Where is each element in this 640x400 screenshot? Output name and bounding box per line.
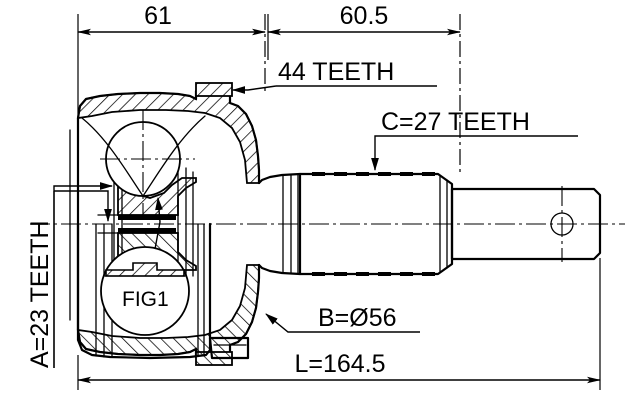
detail-bubble-circle — [100, 246, 190, 336]
callout-c-27-teeth: C=27 TEETH — [371, 108, 578, 171]
spline-teeth-band-upper — [118, 215, 176, 220]
dimension-60-5: 60.5 — [267, 2, 461, 172]
dim-605-label: 60.5 — [340, 2, 389, 30]
callout-b-diameter-leader — [265, 313, 316, 333]
abs-reluctor-ring-upper — [195, 82, 233, 97]
shaft-spline-teeth-bottom — [312, 272, 435, 276]
dim-61-label: 61 — [144, 2, 172, 30]
shaft-collar-lower — [257, 263, 302, 276]
detail-bubble-fig1: FIG1 — [100, 197, 190, 336]
spline-teeth-band-lower — [118, 228, 176, 233]
ball-raceway-groove — [81, 115, 206, 197]
callout-a-23-teeth-label: A=23 TEETH — [26, 220, 54, 368]
callout-b-diameter: B=Ø56 — [265, 304, 420, 333]
callout-a-23-teeth: A=23 TEETH — [26, 182, 113, 368]
shaft-end-section — [450, 187, 602, 261]
shaft-splined-body — [298, 172, 454, 276]
callout-a-23-teeth-leader-lower — [54, 190, 112, 222]
output-shaft — [257, 172, 602, 276]
callout-44-teeth-label: 44 TEETH — [278, 58, 394, 86]
dimension-61: 61 — [77, 2, 266, 118]
callout-44-teeth-leader — [232, 85, 277, 94]
shaft-collar-upper — [257, 172, 302, 185]
detail-bubble-leader — [154, 197, 163, 250]
dimension-L: L=164.5 — [77, 258, 601, 390]
callout-c-27-teeth-label: C=27 TEETH — [381, 108, 530, 136]
dim-L-label: L=164.5 — [294, 350, 385, 378]
shaft-spline-teeth-top — [312, 172, 435, 176]
housing-skirt-lower — [76, 222, 212, 360]
housing-bottom-chamfer — [208, 336, 250, 360]
callout-c-27-teeth-leader — [371, 135, 379, 171]
callout-44-teeth: 44 TEETH — [232, 58, 437, 94]
detail-bubble-label: FIG1 — [122, 288, 169, 311]
callout-b-diameter-label: B=Ø56 — [318, 304, 397, 332]
callout-a-23-teeth-leader-upper — [53, 182, 113, 191]
